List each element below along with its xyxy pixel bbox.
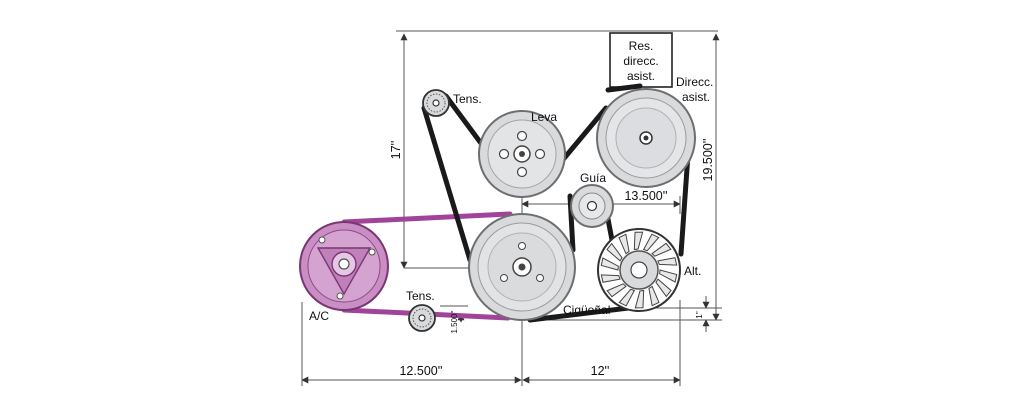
tensioner-top-label: Tens. [453,92,482,106]
alternator-fin [657,257,678,266]
dim-1-label: 1'' [695,311,704,319]
alternator-fin [618,233,630,255]
reservoir-label-line-2: direcc. [623,54,658,68]
power-steering-label-line-2: asist. [682,90,710,104]
tensioner-top-pulley [422,89,450,117]
alternator-fin [634,289,645,309]
alternator-fin [642,233,660,252]
ac-compressor-pulley [299,221,389,311]
dim-13-5-label: 13.500'' [624,189,667,203]
alternator-label: Alt. [684,264,701,278]
alternator-fin [651,242,672,257]
ac-label: A/C [309,309,329,323]
alternator-fin [600,257,619,271]
crankshaft-label: Cigüeñal [563,303,610,317]
reservoir-label-line-1: Res. [629,39,654,53]
dim-12-5-label: 12.500'' [399,364,442,378]
dim-17-label: 17'' [389,141,403,160]
power-steering-pulley [596,88,696,188]
alternator-fin [618,288,636,307]
dim-19-5-label: 19.500'' [701,138,715,181]
cam-pulley [478,110,566,198]
dim-12-label: 12'' [591,364,610,378]
idler-label: Guía [580,171,606,185]
crankshaft-pulley [468,213,576,321]
cam-label: Leva [531,110,557,124]
alternator-fin [655,278,672,298]
alternator-fin [600,274,621,283]
tensioner-bottom-label: Tens. [406,289,435,303]
alternator-fin [633,231,644,251]
alternator-fin [648,285,660,307]
tensioner-bottom-pulley [408,304,436,332]
alternator-fin [606,242,623,262]
power-steering-label-line-1: Direcc. [676,75,713,89]
alternator-pulley [597,228,681,312]
alternator-fin [659,269,678,283]
dim-1-5-label: 1.500'' [450,310,459,334]
reservoir-box [609,32,673,88]
idler-pulley [570,184,614,228]
alternator-fin [606,283,627,298]
reservoir-label-line-3: asist. [627,69,655,83]
